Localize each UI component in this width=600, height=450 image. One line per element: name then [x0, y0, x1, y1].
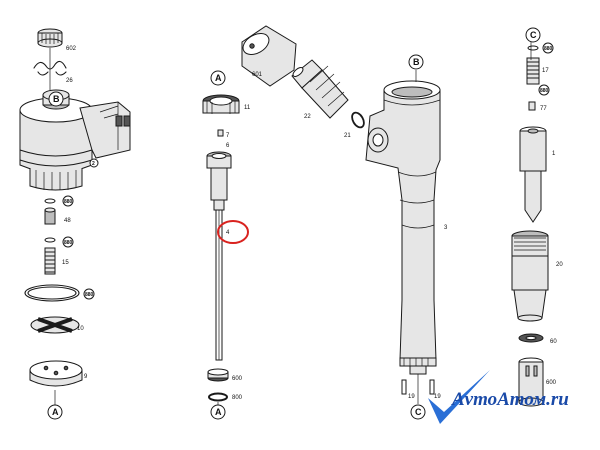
section-marker-b-top: B: [408, 54, 424, 70]
svg-text:A: A: [215, 407, 222, 417]
label-10: 10: [77, 326, 84, 332]
o-ring-880: [24, 284, 80, 302]
label-21: 21: [344, 133, 351, 139]
label-2: 2: [92, 161, 95, 167]
label-800a: 800: [232, 395, 243, 401]
part-4-valve-rod: [210, 167, 228, 361]
watermark-text: АvтоAтом.ru: [451, 389, 569, 410]
label-600a: 600: [232, 376, 243, 382]
part-11-seal: [202, 94, 240, 114]
label-880c: 880: [85, 292, 94, 298]
label-19a: 19: [408, 394, 415, 400]
part-60-washer: [518, 333, 544, 343]
part-800-ring: [208, 392, 228, 402]
part-19-dowel-pins: [401, 379, 435, 395]
part-10-armature: [30, 316, 80, 334]
section-marker-c-top: C: [525, 27, 541, 43]
label-3: 3: [444, 225, 448, 231]
label-17: 17: [542, 68, 549, 74]
part-9-plate: [29, 360, 83, 387]
section-marker-b-left: B: [48, 91, 64, 107]
part-600-washer-left: [207, 368, 229, 382]
svg-text:B: B: [53, 94, 60, 104]
part-2-solenoid: [19, 89, 131, 191]
label-22: 22: [304, 114, 311, 120]
part-3-injector-body: [365, 80, 441, 375]
part-7-pin: [217, 129, 224, 137]
highlight-circle-part-4: [217, 220, 249, 244]
label-60: 60: [550, 339, 557, 345]
label-6: 6: [226, 143, 230, 149]
label-11: 11: [244, 105, 251, 111]
label-26: 26: [66, 78, 73, 84]
part-601-cap: [241, 25, 297, 87]
svg-text:A: A: [215, 73, 222, 83]
label-601: 601: [252, 72, 263, 78]
svg-text:A: A: [52, 407, 59, 417]
part-15-spring: [44, 237, 56, 275]
label-880d: 880: [544, 46, 553, 52]
label-600b: 600: [546, 380, 557, 386]
label-880e: 880: [540, 88, 549, 94]
label-48: 48: [64, 218, 71, 224]
part-17-spring-right: [526, 45, 540, 85]
svg-text:C: C: [415, 407, 422, 417]
label-15: 15: [62, 260, 69, 266]
label-602: 602: [66, 46, 77, 52]
label-20: 20: [556, 262, 563, 268]
section-marker-a-left-bottom: A: [47, 404, 63, 420]
section-marker-a-middle-top: A: [210, 70, 226, 86]
part-20-nozzle-nut: [511, 230, 549, 322]
label-880a: 880: [64, 199, 73, 205]
svg-text:B: B: [413, 57, 420, 67]
label-1: 1: [552, 151, 556, 157]
label-7: 7: [226, 133, 230, 139]
label-4: 4: [226, 230, 230, 236]
part-1-nozzle: [519, 126, 547, 223]
part-600-sleeve: [518, 357, 544, 407]
part-48-spacer: [44, 198, 56, 225]
part-22-filter-adapter: [291, 59, 349, 119]
part-21-washer: [351, 111, 365, 129]
watermark-logo: АvтоAтом.ru: [428, 370, 569, 424]
label-880b: 880: [64, 240, 73, 246]
part-77-shim: [528, 101, 536, 111]
part-6-bush: [206, 151, 232, 169]
section-marker-c-bottom: C: [410, 404, 426, 420]
part-602-nut: [37, 28, 63, 48]
section-marker-a-middle-bottom: A: [210, 404, 226, 420]
label-9: 9: [84, 374, 88, 380]
label-19b: 19: [434, 394, 441, 400]
label-77: 77: [540, 106, 547, 112]
svg-text:C: C: [530, 30, 537, 40]
